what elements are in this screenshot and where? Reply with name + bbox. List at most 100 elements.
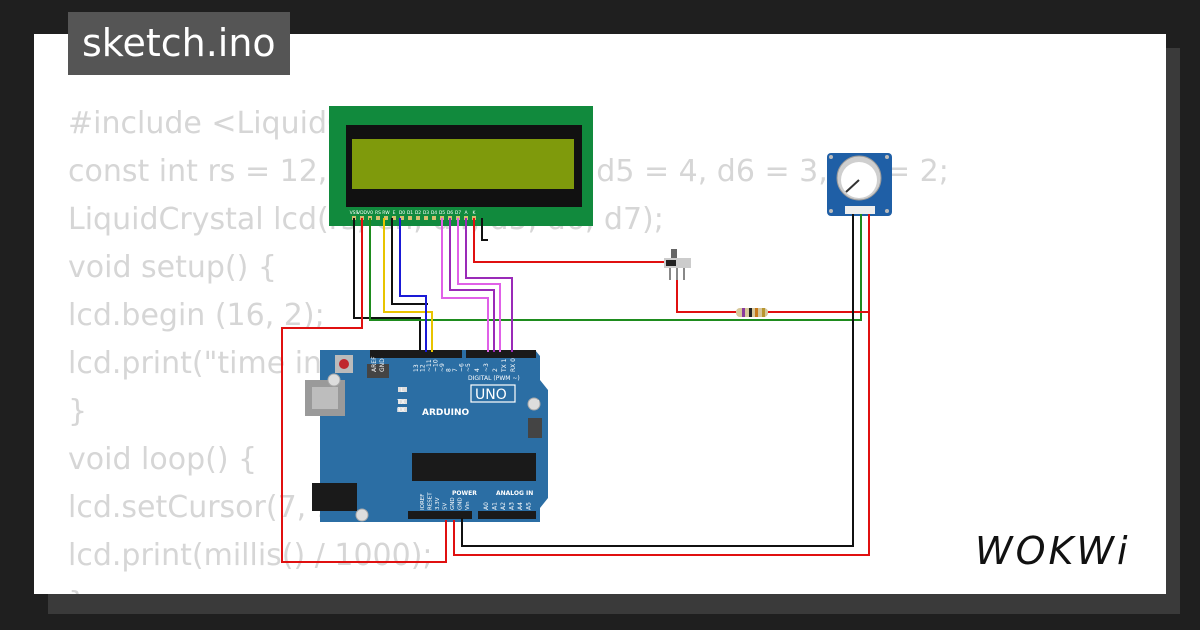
analog-pin-label: A0 <box>483 502 490 510</box>
digital-header-label: DIGITAL (PWM ~) <box>468 375 520 382</box>
arduino-model: UNO <box>475 387 507 403</box>
analog-header-label: ANALOG IN <box>496 490 533 497</box>
lcd-pin-label: D0 <box>399 210 405 216</box>
digital-pin-label: ~3 <box>483 363 490 372</box>
wire-black <box>353 218 421 350</box>
code-line: } <box>68 394 88 429</box>
power-pin-label: Vin <box>465 501 471 510</box>
code-line: } <box>68 580 949 594</box>
resistor[interactable] <box>736 308 768 317</box>
lcd-pin[interactable] <box>416 216 420 220</box>
power-pin-label: 5V <box>443 503 449 510</box>
svg-text:RX: RX <box>397 407 405 414</box>
digital-pin-label: 8 <box>446 368 453 372</box>
lcd-pin-label: V0 <box>367 210 373 216</box>
analog-pin-label: A4 <box>517 502 524 510</box>
power-jack <box>312 483 357 511</box>
preview-card: #include <LiquidCrystal.h> const int rs … <box>34 34 1166 594</box>
lcd-pin-label: E <box>393 210 396 216</box>
slide-switch[interactable] <box>664 249 691 280</box>
wire-green <box>369 214 862 321</box>
lcd-pin-label: VSS <box>350 210 359 216</box>
wire-red <box>281 218 447 563</box>
wire-purple <box>449 218 495 352</box>
power-pin-label: RESET <box>428 492 434 510</box>
wire-red <box>676 280 736 313</box>
lcd-pin-label: D5 <box>439 210 445 216</box>
wire-black <box>461 214 854 547</box>
code-line: lcd.print(millis() / 1000); <box>68 538 433 573</box>
lcd-pin-label: D1 <box>407 210 413 216</box>
lcd-pin[interactable] <box>376 216 380 220</box>
svg-text:L: L <box>401 387 405 394</box>
lcd-pin-label: RW <box>382 210 390 216</box>
lcd-pin-label: RS <box>375 210 381 216</box>
lcd-pin-label: D7 <box>455 210 461 216</box>
power-pin-label: IOREF <box>420 494 426 510</box>
analog-pin-label: A2 <box>500 502 507 510</box>
digital-pin-label: ~11 <box>426 359 433 372</box>
wire-red <box>473 218 664 263</box>
wire-black <box>391 218 428 305</box>
power-pin-label: GND <box>450 497 456 510</box>
arduino-uno-board[interactable]: ARDUINO UNO DIGITAL (PWM ~) POWER ANALOG… <box>305 350 558 522</box>
icsp2-header <box>528 418 542 438</box>
lcd-pin[interactable] <box>432 216 436 220</box>
svg-text:GND: GND <box>379 358 386 372</box>
code-line: void setup() { <box>68 250 277 285</box>
arduino-brand: ARDUINO <box>422 408 470 418</box>
wire-blue <box>399 218 427 352</box>
lcd-screen <box>352 139 574 189</box>
analog-pin-label: A5 <box>526 502 533 510</box>
wire-purple <box>465 218 513 352</box>
analog-pin-label: A1 <box>492 502 499 510</box>
lcd-pin[interactable] <box>424 216 428 220</box>
lcd-pin-label: D4 <box>431 210 437 216</box>
lcd-pin-label: K <box>473 210 477 216</box>
lcd-pin[interactable] <box>392 216 396 220</box>
digital-pin-label: ~5 <box>465 363 472 372</box>
svg-text:AREF: AREF <box>371 356 378 372</box>
analog-header <box>478 511 536 519</box>
lcd-pin[interactable] <box>384 216 388 220</box>
lcd-pin[interactable] <box>408 216 412 220</box>
wire-pink <box>457 218 501 352</box>
digital-pin-label: 4 <box>474 368 481 372</box>
lcd-pin-label: VDD <box>357 210 368 216</box>
digital-pin-label: 13 <box>413 364 420 372</box>
icsp-header <box>367 364 389 378</box>
wire-black <box>481 218 488 241</box>
digital-pin-label: ~10 <box>433 359 440 372</box>
digital-header-1 <box>370 350 462 358</box>
digital-pin-label: ~9 <box>439 363 446 372</box>
lcd-pin-label: A <box>464 210 468 216</box>
digital-pin-label: TX 1 <box>501 358 508 373</box>
digital-pin-label: 2 <box>492 368 499 372</box>
digital-pin-label: 12 <box>420 364 427 372</box>
wires <box>281 214 870 563</box>
svg-text:ON: ON <box>549 400 558 407</box>
digital-pin-label: ~6 <box>459 363 466 372</box>
power-pin-label: 3.3V <box>435 497 441 510</box>
analog-pin-label: A3 <box>509 502 516 510</box>
code-line: void loop() { <box>68 442 258 477</box>
digital-pin-label: RX 0 <box>510 358 517 372</box>
svg-text:TX: TX <box>396 399 405 406</box>
power-header <box>408 511 472 519</box>
potentiometer[interactable] <box>827 153 892 216</box>
lcd-pin-label: D3 <box>423 210 429 216</box>
atmega-chip <box>412 453 536 481</box>
pot-terminal-block <box>845 206 875 214</box>
file-tab[interactable]: sketch.ino <box>68 12 290 75</box>
wire-pink <box>441 218 489 352</box>
wire-yellow <box>383 218 433 352</box>
digital-header-2 <box>466 350 536 358</box>
lcd-pin[interactable] <box>400 216 404 220</box>
lcd-pin-label: D2 <box>415 210 421 216</box>
